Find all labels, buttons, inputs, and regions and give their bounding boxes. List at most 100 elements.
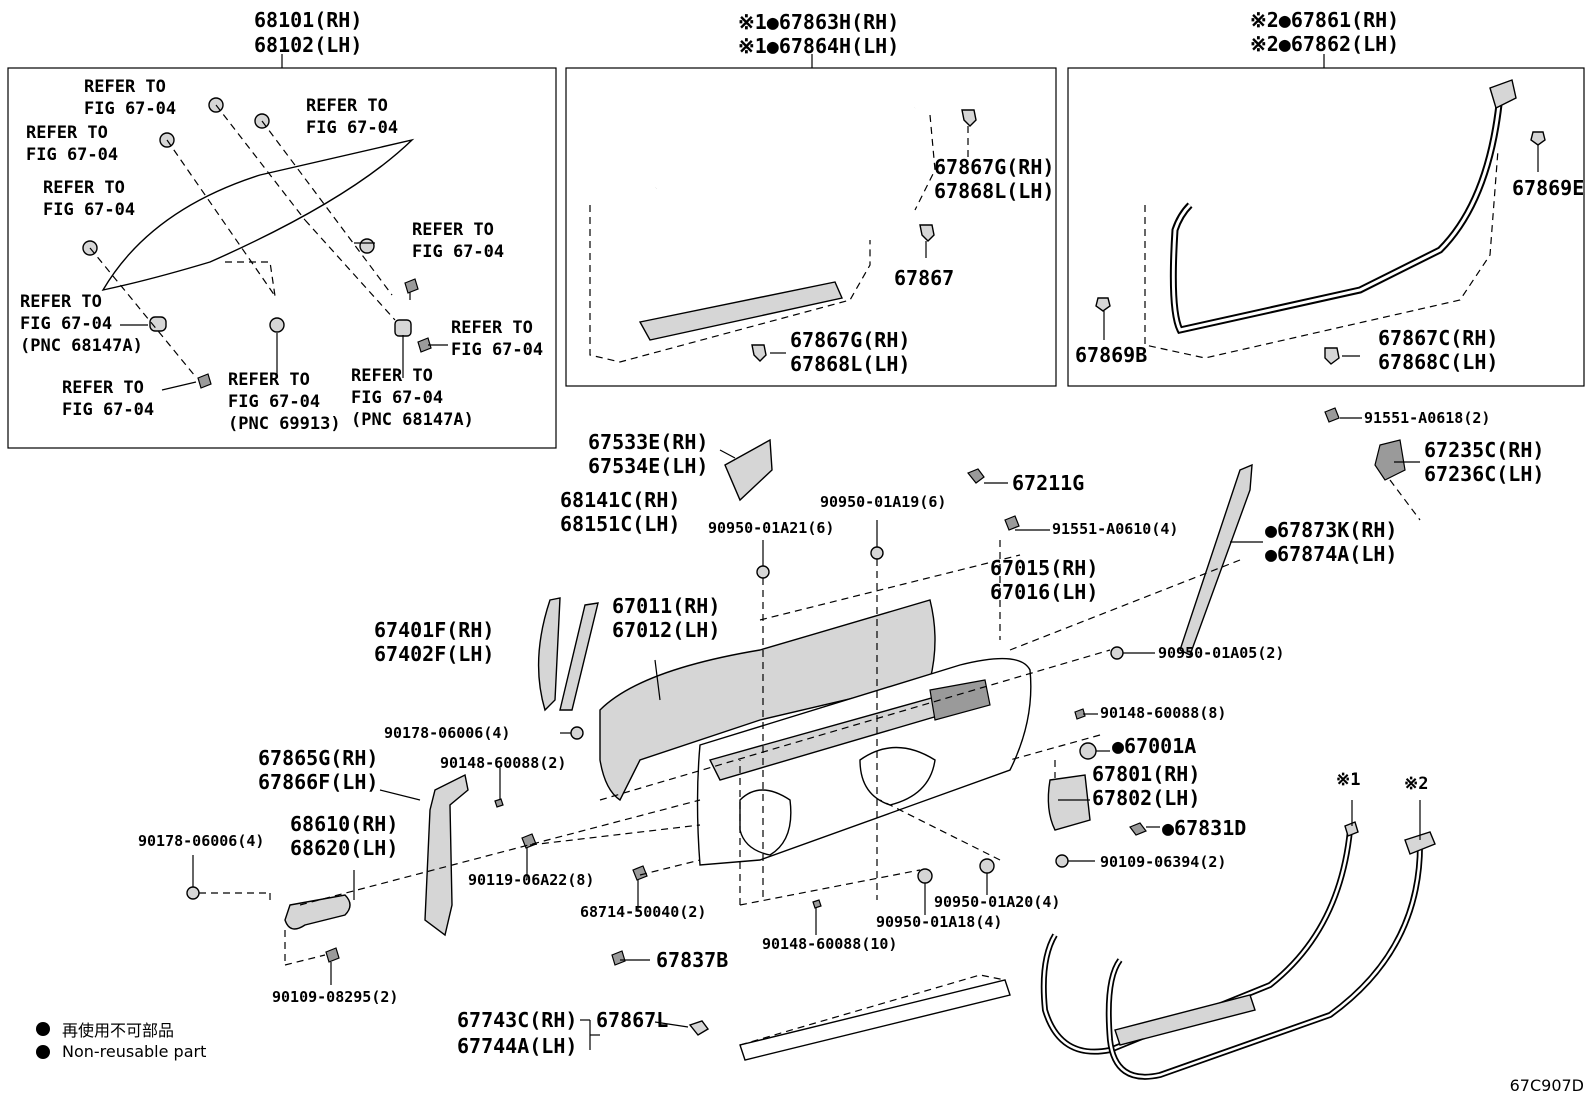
ref-label: FIG 67-04 [62, 400, 155, 420]
part-label: 67401F(RH) [374, 618, 495, 642]
weatherstrip1-box [565, 67, 1057, 387]
ref-label: FIG 67-04 [306, 118, 399, 138]
hinge-bracket [284, 894, 351, 930]
part-label: 67011(RH) [612, 594, 721, 618]
weatherstrip1-part-number-lh: ※1●67864H(LH) [738, 34, 900, 58]
door-glass [101, 138, 415, 292]
part-label: 68714-50040(2) [580, 903, 707, 921]
ref-label: FIG 67-04 [351, 388, 444, 408]
ref-label: FIG 67-04 [26, 145, 119, 165]
ref-label: REFER TO [451, 318, 533, 338]
part-label: 67801(RH) [1092, 762, 1201, 786]
ref-label: FIG 67-04 [20, 314, 113, 334]
ref-label: REFER TO [62, 378, 144, 398]
ref-label: FIG 67-04 [84, 99, 177, 119]
legend-en: Non-reusable part [36, 1042, 206, 1061]
part-label: 90148-60088(8) [1100, 704, 1227, 722]
ws2-part-label: 67868C(LH) [1378, 350, 1499, 374]
legend-en-text: Non-reusable part [62, 1042, 207, 1061]
part-label: 67802(LH) [1092, 786, 1201, 810]
part-label: 67866F(LH) [258, 770, 379, 794]
part-label: 68141C(RH) [560, 488, 681, 512]
ref-label: FIG 67-04 [412, 242, 505, 262]
part-label: ●67001A [1112, 734, 1197, 758]
part-label: 67534E(LH) [588, 454, 709, 478]
part-label: 90148-60088(10) [762, 935, 898, 953]
ref-label: REFER TO [43, 178, 125, 198]
part-label: 68610(RH) [290, 812, 399, 836]
part-label: 67012(LH) [612, 618, 721, 642]
part-label: 67211G [1012, 471, 1085, 495]
ws1-part-label: 67867G(RH) [790, 328, 911, 352]
ws1-part-label: 67867G(RH) [934, 155, 1055, 179]
part-label: 90950-01A18(4) [876, 913, 1003, 931]
part-label: 67402F(LH) [374, 642, 495, 666]
part-label: 90109-08295(2) [272, 988, 399, 1006]
ref-label: FIG 67-04 [43, 200, 136, 220]
belt-moulding [1179, 463, 1253, 656]
part-label: 67236C(LH) [1424, 462, 1545, 486]
scuff-plate [739, 979, 1011, 1061]
ws2-clips [1095, 131, 1546, 365]
part-label: 90109-06394(2) [1100, 853, 1227, 871]
part-label: 67837B [656, 948, 729, 972]
part-label: 90178-06006(4) [384, 724, 511, 742]
ws2-part-label: 67869B [1075, 343, 1148, 367]
ref-label: FIG 67-04 [228, 392, 321, 412]
part-label: 90178-06006(4) [138, 832, 265, 850]
seal-strip [559, 602, 599, 711]
part-label: ●67873K(RH) [1265, 518, 1398, 542]
ws1-part-label: 67868L(LH) [934, 179, 1055, 203]
legend-jp-text: 再使用不可部品 [62, 1021, 175, 1040]
ws1-part-label: 67867 [894, 266, 955, 290]
mirror-base-trim [724, 438, 773, 502]
part-label: 67015(RH) [990, 556, 1099, 580]
variant-note: ※1 [1336, 770, 1361, 790]
ref-label: REFER TO [20, 292, 102, 312]
part-label: 90119-06A22(8) [468, 871, 595, 889]
part-label: 67865G(RH) [258, 746, 379, 770]
part-label: 90950-01A19(6) [820, 493, 947, 511]
ref-label: REFER TO [26, 123, 108, 143]
weatherstrip2-part-number-rh: ※2●67861(RH) [1250, 8, 1400, 32]
ref-label: REFER TO [84, 77, 166, 97]
part-label: 67016(LH) [990, 580, 1099, 604]
inner-frame-bracket [424, 773, 469, 937]
ref-label: (PNC 69913) [228, 414, 341, 434]
weatherstrip1-part-number-rh: ※1●67863H(RH) [738, 10, 900, 34]
ref-label: REFER TO [351, 366, 433, 386]
part-label: 90950-01A05(2) [1158, 644, 1285, 662]
ref-label: REFER TO [228, 370, 310, 390]
ws2-part-label: 67867C(RH) [1378, 326, 1499, 350]
ref-label: REFER TO [412, 220, 494, 240]
part-label: 90950-01A20(4) [934, 893, 1061, 911]
ref-label: REFER TO [306, 96, 388, 116]
part-label: 68151C(LH) [560, 512, 681, 536]
seal-variant-2 [1105, 844, 1423, 1080]
ws1-clips [751, 109, 977, 362]
part-label: 67867L [596, 1008, 669, 1032]
variant-note: ※2 [1404, 774, 1429, 794]
striker-part [1374, 439, 1406, 481]
weatherstrip2-part-number-lh: ※2●67862(LH) [1250, 32, 1400, 56]
bullet-icon [36, 1044, 50, 1059]
lock-assembly [1047, 774, 1091, 831]
part-label: 67743C(RH) [457, 1008, 578, 1032]
ref-label: FIG 67-04 [451, 340, 544, 360]
ws1-part-label: 67868L(LH) [790, 352, 911, 376]
glass-part-number-rh: 68101(RH) [254, 8, 363, 32]
glass-part-number-lh: 68102(LH) [254, 33, 363, 57]
part-label: 90148-60088(2) [440, 754, 567, 772]
part-label: 67533E(RH) [588, 430, 709, 454]
vertical-frame [537, 597, 561, 712]
ws2-part-label: 67869E [1512, 176, 1585, 200]
part-label: 90950-01A21(6) [708, 519, 835, 537]
door-frame [599, 599, 936, 802]
part-label: ●67831D [1162, 816, 1247, 840]
ref-label: (PNC 68147A) [351, 410, 474, 430]
part-label: ●67874A(LH) [1265, 542, 1398, 566]
weatherstrip2-box [1067, 67, 1585, 387]
part-label: 67235C(RH) [1424, 438, 1545, 462]
